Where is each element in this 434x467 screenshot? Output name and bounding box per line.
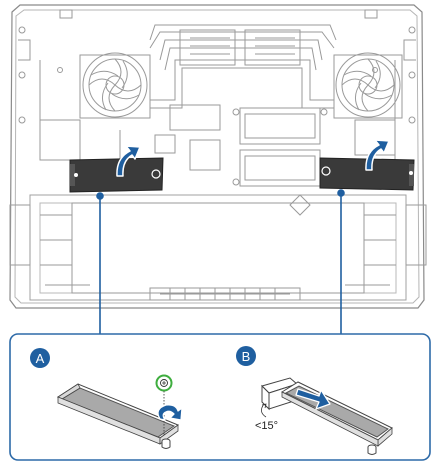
- slide-arrow-icon: [295, 388, 331, 410]
- laptop-chassis: [9, 4, 427, 309]
- bottom-connector: [149, 287, 301, 301]
- ssd-a: [56, 383, 180, 449]
- angle-label: <15°: [255, 420, 278, 432]
- right-fan: [333, 52, 403, 119]
- screw-icon: [155, 374, 173, 392]
- ssd-slot-right: [319, 157, 415, 191]
- ram-slots: [232, 107, 328, 187]
- callout-badge-b: [236, 346, 256, 366]
- callout-label-b: B: [242, 349, 251, 364]
- heat-pipes: [149, 24, 337, 109]
- lift-arrow-icon: [365, 139, 390, 171]
- callout-label-a: A: [36, 351, 45, 366]
- callout-a: A: [30, 348, 183, 449]
- angle-indicator: <15°: [255, 403, 278, 432]
- callout-b: B <15°: [236, 346, 393, 455]
- rotate-arrow-icon: [157, 404, 183, 421]
- callout-box: [9, 333, 431, 461]
- callout-badge-a: [30, 348, 50, 368]
- left-fan: [79, 52, 151, 119]
- leader-lines: [96, 189, 345, 334]
- lift-arrow-icon: [116, 145, 141, 177]
- battery: [9, 194, 427, 301]
